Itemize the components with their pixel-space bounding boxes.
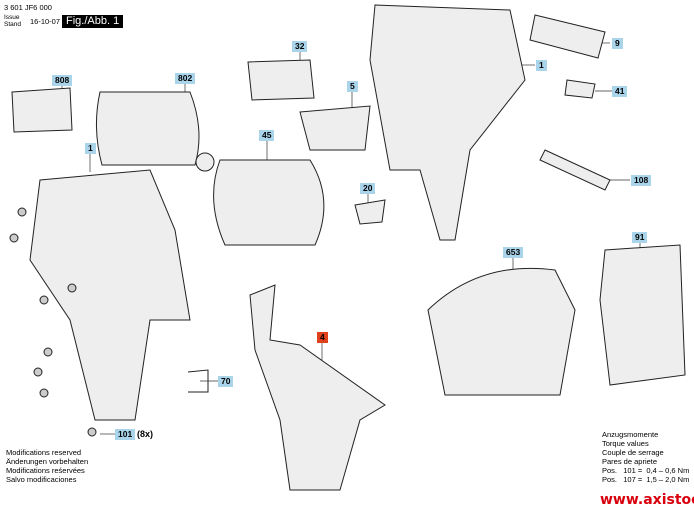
issue-date: 16-10-07 — [30, 17, 61, 26]
label-9 — [529, 14, 606, 59]
issue-label: Issue — [4, 14, 20, 21]
gearbox-45 — [213, 159, 325, 246]
part-label-32[interactable]: 32 — [292, 41, 308, 52]
housing-left-1 — [29, 169, 191, 421]
part-label-20[interactable]: 20 — [360, 183, 376, 194]
torque-title-es: Pares de apriete — [602, 457, 658, 466]
torque-pos-107: Pos. 107 = 1,5 – 2,0 Nm — [602, 475, 690, 484]
motor-pinion — [195, 152, 215, 172]
motor-802 — [95, 91, 200, 166]
torque-title-en: Torque values — [602, 439, 649, 448]
part-label-5[interactable]: 5 — [347, 81, 358, 92]
clip-20 — [354, 199, 386, 225]
charger-653 — [427, 267, 576, 396]
part-label-802[interactable]: 802 — [175, 73, 196, 84]
switch-module-4 — [249, 284, 386, 491]
torque-title-fr: Couple de serrage — [602, 448, 664, 457]
part-label-41[interactable]: 41 — [612, 86, 628, 97]
watermark-url: www.axistools.ru — [600, 492, 694, 508]
screws-101 — [9, 207, 97, 437]
part-label-91[interactable]: 91 — [632, 232, 648, 243]
torque-pos-101: Pos. 101 = 0,4 – 0,6 Nm — [602, 466, 690, 475]
spring-70 — [187, 369, 209, 393]
slider-5 — [299, 105, 371, 151]
part-label-45[interactable]: 45 — [259, 130, 275, 141]
footer-note-es: Salvo modificaciones — [6, 475, 77, 484]
part-label-808[interactable]: 808 — [52, 75, 73, 86]
figure-title: Fig./Abb. 1 — [62, 15, 124, 28]
part-label-1-left[interactable]: 1 — [85, 143, 96, 154]
part-label-101[interactable]: 101 — [115, 429, 136, 440]
part-label-4[interactable]: 4 — [317, 332, 328, 343]
stand-label: Stand — [4, 21, 21, 28]
badge-41 — [564, 79, 596, 99]
part-label-1-right[interactable]: 1 — [536, 60, 547, 71]
switch-cover-32 — [247, 59, 315, 101]
torque-title-de: Anzugsmomente — [602, 430, 659, 439]
battery-91 — [599, 244, 686, 386]
bit-108 — [539, 149, 611, 191]
part-label-70[interactable]: 70 — [218, 376, 234, 387]
part-label-653[interactable]: 653 — [503, 247, 524, 258]
footer-note-de: Änderungen vorbehalten — [6, 457, 89, 466]
footer-note-en: Modifications reserved — [6, 448, 82, 457]
part-101-quantity: (8x) — [137, 429, 154, 439]
footer-note-fr: Modifications reśervées — [6, 466, 85, 475]
part-label-9[interactable]: 9 — [612, 38, 623, 49]
part-label-108[interactable]: 108 — [631, 175, 652, 186]
doc-number: 3 601 JF6 000 — [4, 3, 52, 12]
housing-right-1 — [369, 4, 526, 241]
label-sheet-808 — [11, 87, 73, 133]
